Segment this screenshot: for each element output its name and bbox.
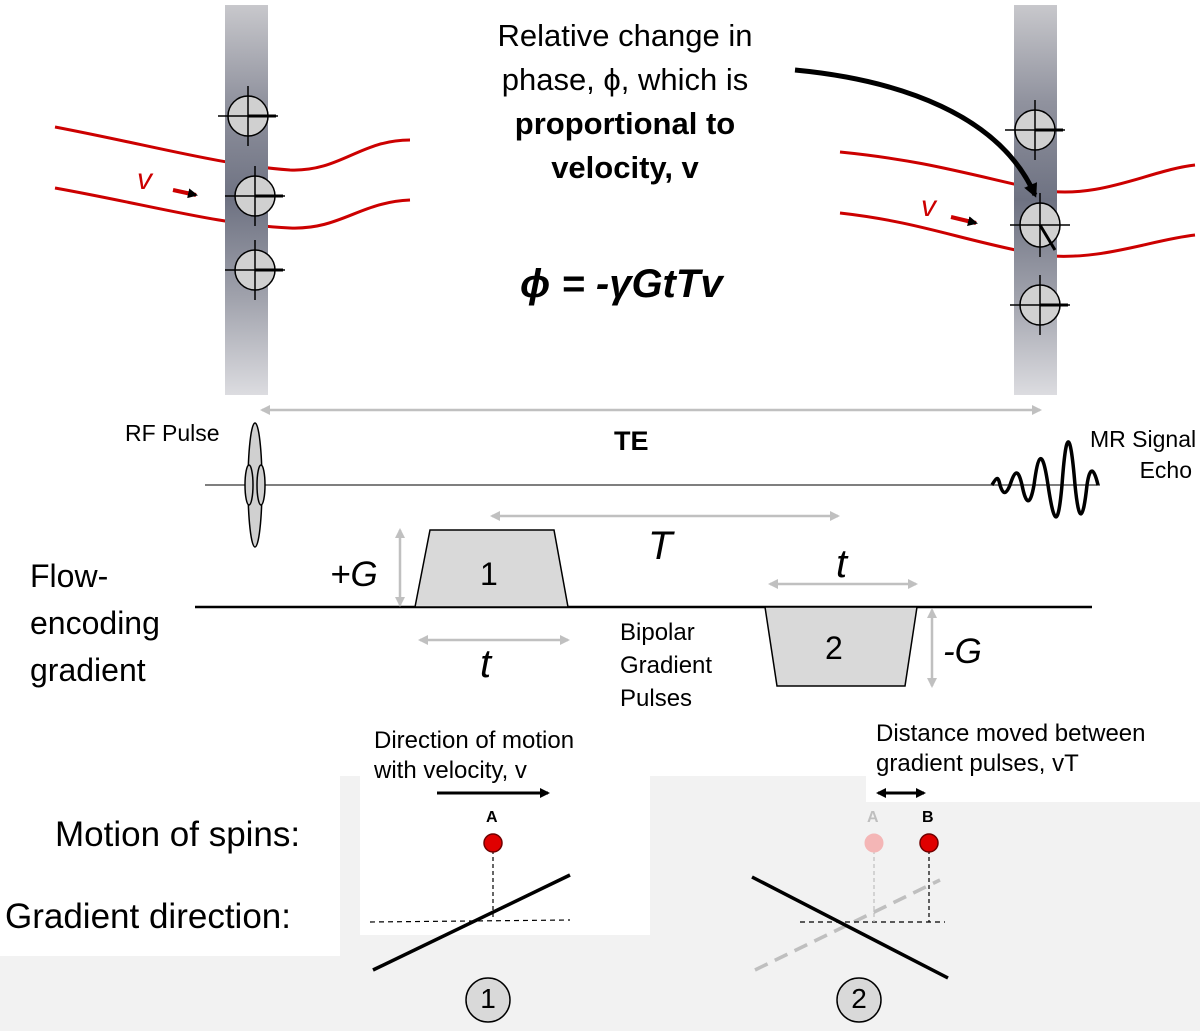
- velocity-arrow-left: [172, 188, 198, 199]
- motion-of-spins-label: Motion of spins:: [55, 815, 301, 854]
- spin-a-label: A: [486, 809, 498, 826]
- duration-label-1: t: [480, 642, 492, 686]
- velocity-label-right: v: [921, 190, 936, 223]
- right-spins: [1005, 100, 1070, 335]
- phase-equation: ϕ = -γGtTv: [520, 262, 723, 306]
- duration-label-2: t: [836, 542, 848, 586]
- spin-a-faded: [864, 833, 884, 853]
- pos-amplitude-label: +G: [330, 555, 378, 594]
- gradient-direction-2: [751, 843, 949, 980]
- gradient-direction-1: [369, 843, 571, 972]
- bipolar-label: Bipolar Gradient Pulses: [620, 616, 712, 715]
- distance-moved-label: Distance moved between gradient pulses, …: [876, 719, 1145, 779]
- phase-callout-arrow: [794, 67, 1038, 198]
- direction-of-motion-label: Direction of motion with velocity, v: [374, 726, 574, 786]
- velocity-label-left: v: [137, 163, 152, 196]
- rf-pulse-label: RF Pulse: [125, 420, 220, 446]
- step-1-badge: [465, 977, 511, 1023]
- gradient-pulse-2: [764, 606, 918, 687]
- bipolar-line-3: Pulses: [620, 685, 693, 712]
- step-2-label: 2: [851, 983, 867, 1014]
- callout-line-2: phase, ϕ, which is: [501, 62, 749, 97]
- pulse-1-label: 1: [480, 556, 498, 592]
- left-vessel: [54, 125, 411, 230]
- separation-label: T: [648, 524, 673, 568]
- mr-signal-line-2: Echo: [1139, 457, 1192, 483]
- mr-signal-label: MR Signal Echo: [1090, 424, 1197, 486]
- spin-a: [483, 833, 503, 853]
- distance-line-1: Distance moved between: [876, 720, 1146, 747]
- left-spins: [218, 86, 285, 300]
- spin-a-faded-label: A: [867, 809, 879, 826]
- gradient-label-line-1: Flow-: [30, 558, 109, 594]
- mr-signal-line-1: MR Signal: [1090, 426, 1197, 452]
- velocity-arrow-right: [950, 215, 978, 226]
- gradient-pulse-1: [414, 529, 569, 608]
- te-label: TE: [614, 426, 649, 456]
- phase-callout: Relative change in phase, ϕ, which is pr…: [455, 14, 795, 190]
- step-2-badge: [836, 977, 882, 1023]
- callout-line-4: velocity, v: [551, 150, 699, 185]
- pulse-2-label: 2: [825, 630, 843, 666]
- callout-line-3: proportional to: [514, 106, 736, 141]
- gradient-label-line-2: encoding: [30, 605, 160, 641]
- neg-amplitude-label: -G: [943, 632, 982, 671]
- bipolar-line-2: Gradient: [620, 652, 713, 679]
- spin-b-label: B: [922, 809, 934, 826]
- rf-pulse-waveform: [244, 422, 266, 548]
- spin-b: [919, 833, 939, 853]
- gradient-label-line-3: gradient: [30, 652, 146, 688]
- mr-echo-waveform: [990, 440, 1100, 519]
- distance-line-2: gradient pulses, vT: [876, 750, 1079, 777]
- direction-line-1: Direction of motion: [374, 727, 575, 754]
- gradient-axis-label: Flow- encoding gradient: [30, 553, 160, 694]
- right-slice: [1014, 5, 1057, 395]
- step-1-label: 1: [480, 983, 496, 1014]
- callout-line-1: Relative change in: [497, 18, 753, 53]
- gradient-direction-label: Gradient direction:: [5, 897, 291, 936]
- bipolar-line-1: Bipolar: [620, 619, 695, 646]
- direction-line-2: with velocity, v: [374, 757, 527, 784]
